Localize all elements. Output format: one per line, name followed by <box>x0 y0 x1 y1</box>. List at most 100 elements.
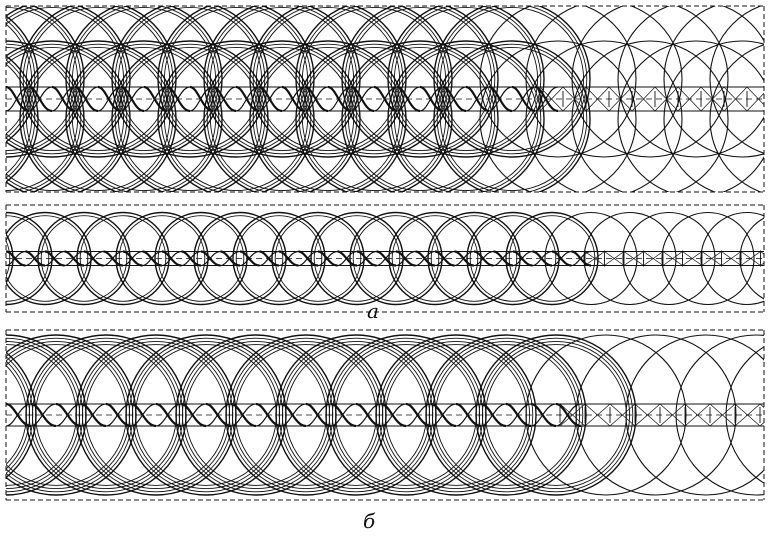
band-content <box>6 334 764 496</box>
construction-diagonal <box>634 403 661 427</box>
braid-strand <box>74 86 99 112</box>
ring-construction <box>622 211 716 306</box>
ring-strand <box>249 6 407 158</box>
ring-strand <box>203 40 361 192</box>
construction-diagonal <box>585 86 610 112</box>
ring-strand <box>6 232 14 285</box>
construction-diagonal <box>584 251 605 266</box>
ring-strand <box>344 6 496 155</box>
braid-strand <box>180 403 207 427</box>
ring-strand <box>436 43 588 192</box>
band-b <box>5 329 765 501</box>
ring-strand <box>19 40 177 192</box>
construction-diagonal <box>608 86 633 112</box>
braid-strand <box>511 86 536 112</box>
ring-strand <box>295 6 453 158</box>
band-a-upper <box>5 5 765 193</box>
ring-construction <box>617 6 764 158</box>
construction-diagonal <box>684 403 711 427</box>
band-content <box>6 211 764 306</box>
construction-diagonal <box>623 251 644 266</box>
ring-construction <box>525 6 683 158</box>
construction-diagonal <box>682 251 703 266</box>
construction-diagonal <box>662 251 683 266</box>
construction-diagonal <box>539 86 564 112</box>
braid-strand <box>480 403 507 427</box>
ring-strand <box>433 40 591 192</box>
ring-strand <box>6 6 131 158</box>
construction-diagonal <box>584 403 611 427</box>
ring-strand <box>341 40 499 192</box>
ring-strand <box>232 211 326 306</box>
ring-construction <box>663 40 764 192</box>
construction-diagonal <box>746 92 764 112</box>
braid-strand <box>534 86 559 112</box>
braid-strand <box>442 86 467 112</box>
braid-strand <box>430 403 457 427</box>
braid-strand <box>281 86 306 112</box>
ring-strand <box>157 6 315 158</box>
braid-strand <box>530 403 557 427</box>
ring-construction <box>479 6 637 158</box>
ring-construction <box>709 44 764 192</box>
ring-construction <box>571 6 729 158</box>
construction-diagonal <box>609 403 636 427</box>
braid-strand <box>330 403 357 427</box>
construction-diagonal <box>677 86 702 112</box>
ring-strand <box>157 40 315 192</box>
braid-strand <box>130 403 157 427</box>
braid-strand <box>30 403 57 427</box>
braid-strand <box>212 86 237 112</box>
ring-strand <box>6 6 85 158</box>
construction-diagonal <box>562 86 587 112</box>
caption-a: a <box>367 299 379 323</box>
braid-strand <box>230 403 257 427</box>
ring-strand <box>19 6 177 158</box>
ring-strand <box>65 40 223 192</box>
ring-strand <box>341 6 499 158</box>
band-content <box>6 6 764 192</box>
construction-diagonal <box>721 251 742 266</box>
ring-strand <box>387 6 545 158</box>
ring-strand <box>390 43 542 192</box>
band-a-lower <box>5 204 765 313</box>
ring-construction <box>525 40 683 192</box>
ring-strand <box>295 40 453 192</box>
braid-strand <box>80 403 107 427</box>
construction-diagonal <box>659 403 686 427</box>
braid-strand <box>304 86 329 112</box>
ring-strand <box>433 6 591 158</box>
braid-strand <box>51 86 76 112</box>
ring-construction <box>479 40 637 192</box>
ring-strand <box>390 6 542 155</box>
ring-strand <box>249 40 407 192</box>
ring-construction <box>709 6 764 154</box>
construction-diagonal <box>701 251 722 266</box>
ring-strand <box>6 40 85 192</box>
ring-construction <box>663 6 764 158</box>
caption-b: б <box>363 509 376 533</box>
construction-diagonal <box>654 86 679 112</box>
ring-strand <box>387 40 545 192</box>
construction-diagonal <box>723 86 748 112</box>
ring-construction <box>617 40 764 192</box>
braid-strand <box>143 86 168 112</box>
ring-strand <box>203 6 361 158</box>
ring-strand <box>6 15 39 143</box>
construction-diagonal <box>700 86 725 112</box>
ring-strand <box>65 6 223 158</box>
ring-strand <box>111 40 269 192</box>
braid-strand <box>373 86 398 112</box>
construction-diagonal <box>643 251 664 266</box>
construction-diagonal <box>734 403 761 427</box>
braid-strand <box>280 403 307 427</box>
construction-diagonal <box>604 251 625 266</box>
ring-construction <box>571 40 729 192</box>
braid-strand <box>380 403 407 427</box>
construction-diagonal <box>631 86 656 112</box>
construction-diagonal <box>709 403 736 427</box>
ring-strand <box>111 6 269 158</box>
construction-diagonal <box>559 403 586 427</box>
